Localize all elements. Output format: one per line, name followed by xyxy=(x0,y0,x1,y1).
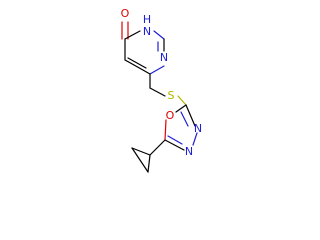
atom-n-h: N xyxy=(143,25,151,38)
pyrimidinone-ring xyxy=(121,21,165,75)
bond-c6-cp xyxy=(149,139,166,156)
bond-cp-1 xyxy=(131,147,151,156)
oxadiazole-ring xyxy=(164,104,198,151)
bond-c1-n1 xyxy=(124,30,141,40)
bond-o-c6 xyxy=(164,119,167,141)
atom-s-thioether: S xyxy=(168,89,175,102)
atom-h-on-n: H xyxy=(143,13,151,26)
bond-cp-2 xyxy=(131,147,149,173)
bond-c5-n3 xyxy=(185,104,196,127)
bond-ch2-s xyxy=(149,87,166,97)
atom-n3: N xyxy=(194,122,202,135)
atom-n4: N xyxy=(185,145,193,158)
bond-c5-o xyxy=(175,104,187,113)
bond-n1-c2 xyxy=(153,30,165,40)
bond-c3-c4 xyxy=(124,59,151,75)
molecule-structure-diagram: O N H N S O N N xyxy=(121,7,202,173)
bond-c3-c4-double xyxy=(127,57,147,69)
atom-o-carbonyl: O xyxy=(121,7,130,20)
atom-o-ring: O xyxy=(166,109,175,122)
bond-s-c5 xyxy=(177,95,187,106)
bond-n3-n4 xyxy=(192,132,198,146)
atom-n-ring: N xyxy=(160,51,168,64)
bond-n2-c3 xyxy=(149,65,165,75)
cyclopropyl-group xyxy=(131,139,166,173)
bond-n4-c6-double xyxy=(167,135,183,145)
thiomethyl-linker xyxy=(149,73,187,106)
bond-c5-n3-double xyxy=(180,111,189,127)
bond-n4-c6 xyxy=(164,139,185,151)
bond-cp-3 xyxy=(147,154,151,173)
